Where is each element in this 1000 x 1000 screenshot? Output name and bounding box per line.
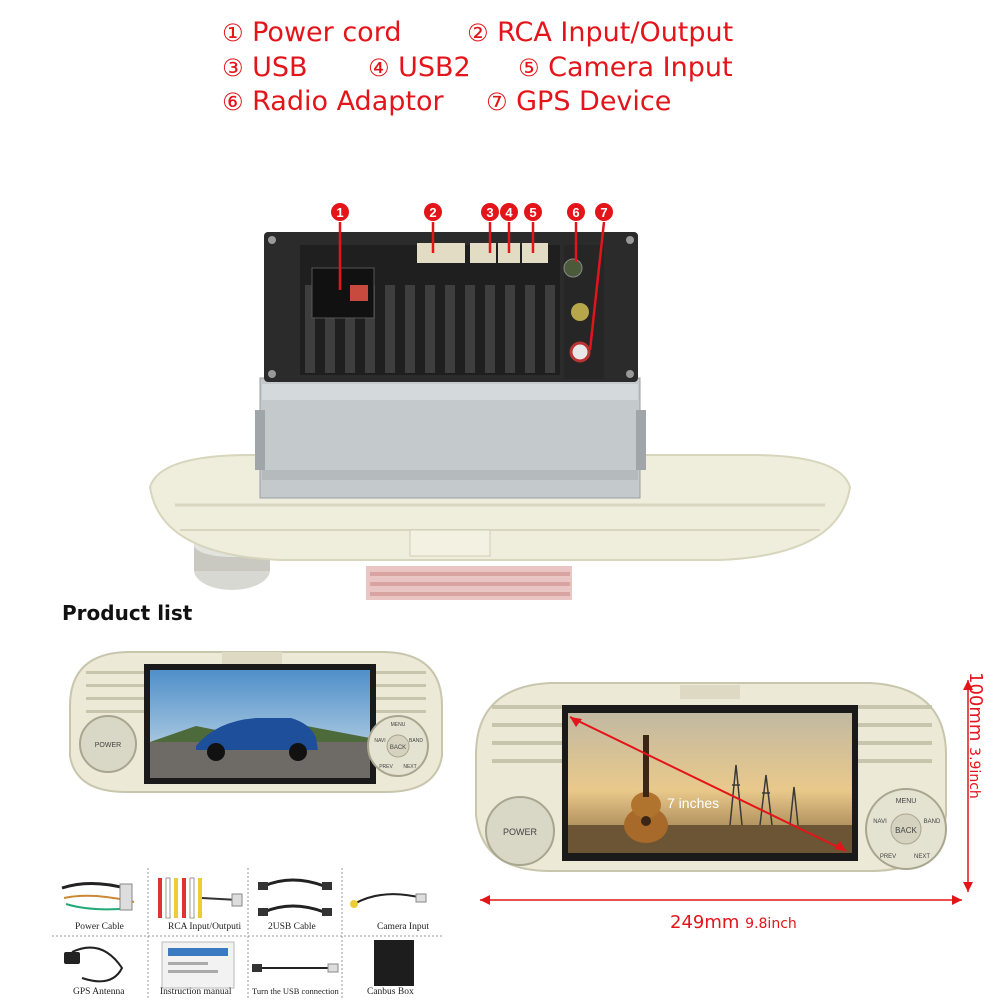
back-button-large[interactable] — [890, 813, 922, 845]
legend-item-gps: ⑦ GPS Device — [486, 86, 672, 117]
width-dimension: 249mm 9.8inch — [670, 912, 797, 933]
camera-cable-icon — [350, 893, 427, 908]
product-item-label-gps: GPS Antenna — [73, 987, 125, 997]
svg-text:4: 4 — [505, 205, 513, 220]
diagonal-arrow — [569, 716, 847, 852]
svg-text:BAND: BAND — [924, 819, 941, 825]
svg-text:POWER: POWER — [503, 827, 538, 837]
legend-item-radio: ⑥ Radio Adaptor — [222, 86, 444, 117]
legend-item-power-cord: ① Power cord — [222, 17, 402, 48]
pylon-icons — [729, 764, 799, 826]
port-marker-5: 5 — [524, 203, 542, 226]
port-marker-7: 7 — [595, 203, 613, 226]
svg-text:PREV: PREV — [880, 854, 896, 860]
dimension-lines — [480, 680, 973, 905]
product-item-label-usb-adapter: Turn the USB connection — [252, 986, 339, 996]
usb-adapter-icon — [252, 963, 339, 973]
svg-text:1: 1 — [336, 205, 343, 220]
product-list-title: Product list — [62, 601, 193, 625]
svg-text:5: 5 — [529, 205, 536, 220]
product-item-label-power-cable: Power Cable — [75, 922, 124, 932]
product-item-label-rca: RCA Input/Outputi — [168, 922, 242, 932]
canbus-box-icon — [374, 940, 414, 986]
unit-front-large: 7 inches POWER BACK MENU NAVI BAND PREV … — [475, 682, 947, 872]
manual-icon — [161, 941, 235, 989]
svg-text:MENU: MENU — [391, 722, 406, 728]
legend-item-usb: ③ USB — [222, 52, 308, 83]
port-marker-4: 4 — [500, 203, 518, 226]
power-knob[interactable] — [79, 715, 137, 773]
port-marker-3: 3 — [481, 203, 499, 226]
svg-text:POWER: POWER — [95, 742, 121, 749]
metal-chassis — [255, 377, 646, 499]
svg-text:NEXT: NEXT — [914, 854, 930, 860]
product-item-label-manual: Instruction manual — [160, 987, 232, 997]
svg-text:PREV: PREV — [379, 764, 393, 770]
svg-text:BACK: BACK — [390, 745, 406, 751]
unit-rear-view — [148, 221, 852, 600]
height-dimension: 100mm 3.9inch — [965, 672, 986, 799]
power-cable-icon — [61, 881, 135, 911]
svg-text:MENU: MENU — [896, 798, 917, 805]
guitar-icon — [624, 735, 668, 843]
port-marker-6: 6 — [567, 203, 585, 226]
port-marker-2: 2 — [424, 203, 442, 226]
product-item-label-camera: Camera Input — [377, 922, 429, 932]
svg-text:BAND: BAND — [409, 738, 423, 744]
svg-text:7: 7 — [600, 205, 607, 220]
back-button[interactable] — [386, 734, 410, 758]
legend-item-camera: ⑤ Camera Input — [518, 52, 733, 83]
power-knob-large[interactable] — [485, 796, 555, 866]
product-items-grid — [52, 868, 442, 1000]
unit-front-small: POWER BACK MENU NAVI BAND PREV NEXT — [69, 651, 443, 793]
screen-size-label: 7 inches — [667, 795, 719, 811]
gps-antenna-icon — [64, 946, 124, 983]
svg-text:BACK: BACK — [895, 826, 917, 835]
legend-item-usb2: ④ USB2 — [368, 52, 471, 83]
callout-lines — [338, 221, 606, 351]
svg-text:6: 6 — [572, 205, 579, 220]
usb-cable-icon — [258, 878, 332, 916]
svg-text:NAVI: NAVI — [374, 738, 385, 744]
svg-text:NAVI: NAVI — [873, 819, 887, 825]
port-marker-1: 1 — [331, 203, 349, 226]
car-icon — [196, 718, 318, 750]
product-item-label-canbus: Canbus Box — [367, 987, 414, 997]
legend-item-rca: ② RCA Input/Output — [467, 17, 734, 48]
rca-cable-icon — [158, 877, 243, 919]
product-item-label-usb: 2USB Cable — [268, 922, 316, 932]
svg-text:2: 2 — [429, 205, 436, 220]
packaging-cards — [366, 566, 572, 600]
rear-connector-panel — [264, 232, 638, 382]
svg-text:NEXT: NEXT — [403, 764, 416, 770]
svg-text:3: 3 — [486, 205, 493, 220]
